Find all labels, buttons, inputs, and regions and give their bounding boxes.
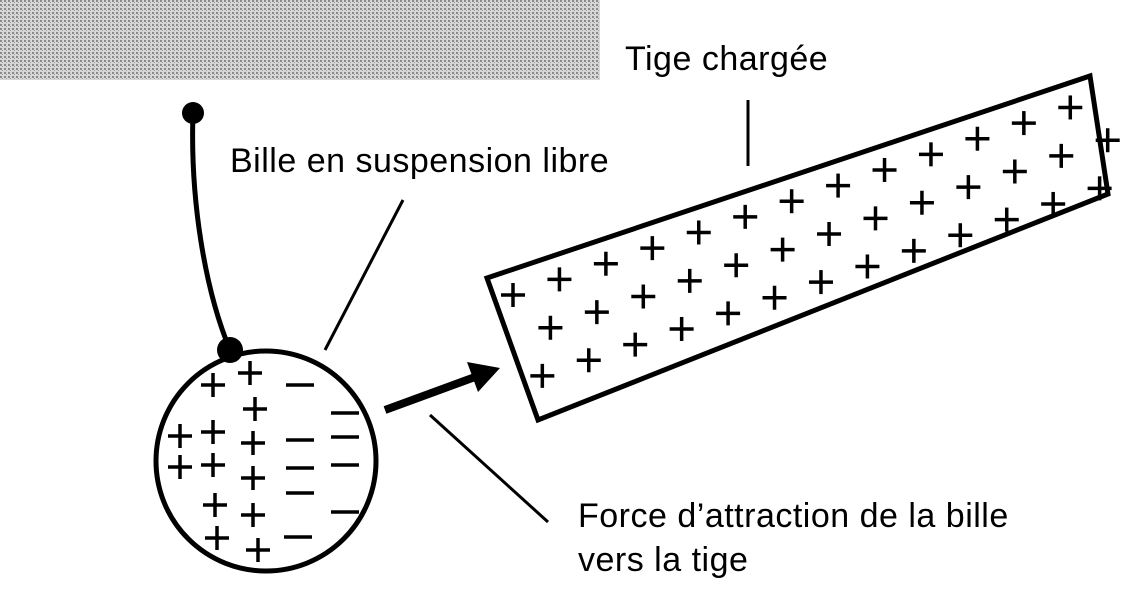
thread xyxy=(190,112,233,351)
ball xyxy=(153,348,379,574)
plus-charge xyxy=(677,268,702,293)
plus-charge xyxy=(530,363,555,388)
plus-charge xyxy=(205,526,229,550)
plus-charge xyxy=(241,466,265,490)
plus-charge xyxy=(855,254,880,279)
plus-charge xyxy=(770,237,795,262)
plus-charge xyxy=(826,173,851,198)
plus-charge xyxy=(918,142,943,167)
plus-charge xyxy=(1011,111,1036,136)
force-label-line2: vers la tige xyxy=(578,541,749,579)
plus-charge xyxy=(817,222,842,247)
plus-charge xyxy=(1095,128,1120,153)
ceiling xyxy=(0,0,600,80)
plus-charge xyxy=(640,236,665,261)
force-leader-line xyxy=(428,413,550,524)
plus-charge xyxy=(201,373,225,397)
rod-charges xyxy=(501,95,1120,388)
plus-charge xyxy=(593,251,618,276)
plus-charge xyxy=(808,270,833,295)
ball-leader-line xyxy=(323,199,405,351)
plus-charge xyxy=(1002,159,1027,184)
plus-charge xyxy=(501,283,525,307)
plus-charge xyxy=(1058,95,1083,120)
plus-charge xyxy=(631,284,656,309)
force-arrowhead xyxy=(467,362,500,392)
plus-charge xyxy=(909,190,934,215)
plus-charge xyxy=(965,126,990,151)
plus-charge xyxy=(1087,176,1112,201)
plus-charge xyxy=(948,223,973,248)
plus-charge xyxy=(779,189,804,214)
plus-charge xyxy=(733,204,758,229)
ball-label: Bille en suspension libre xyxy=(230,142,610,180)
plus-charge xyxy=(538,315,563,340)
plus-charge xyxy=(1049,143,1074,168)
plus-charge xyxy=(686,220,711,245)
plus-charge xyxy=(762,285,787,310)
plus-charge xyxy=(201,453,225,477)
plus-charge xyxy=(623,332,648,357)
plus-charge xyxy=(241,431,265,455)
force-arrow xyxy=(383,373,477,414)
plus-charge xyxy=(956,175,981,200)
force-label-line1: Force d’attraction de la bille xyxy=(578,497,1009,535)
plus-charge xyxy=(201,420,225,444)
plus-charge xyxy=(994,207,1019,232)
plus-charge xyxy=(243,397,267,421)
plus-charge xyxy=(669,316,694,341)
plus-charge xyxy=(241,503,265,527)
plus-charge xyxy=(872,157,897,182)
charged-rod xyxy=(483,72,1111,424)
plus-charge xyxy=(1041,191,1066,216)
plus-charge xyxy=(724,253,749,278)
attachment-point xyxy=(217,337,243,363)
plus-charge xyxy=(203,493,227,517)
plus-charge xyxy=(716,301,741,326)
plus-charge xyxy=(901,238,926,263)
plus-charge xyxy=(168,424,192,448)
plus-charge xyxy=(547,267,572,292)
plus-charge xyxy=(584,300,609,325)
plus-charge xyxy=(168,455,192,479)
ball-charges xyxy=(168,361,359,562)
plus-charge xyxy=(246,538,270,562)
plus-charge xyxy=(238,361,262,385)
plus-charge xyxy=(863,206,888,231)
plus-charge xyxy=(576,348,601,373)
rod-label: Tige chargée xyxy=(625,40,829,78)
